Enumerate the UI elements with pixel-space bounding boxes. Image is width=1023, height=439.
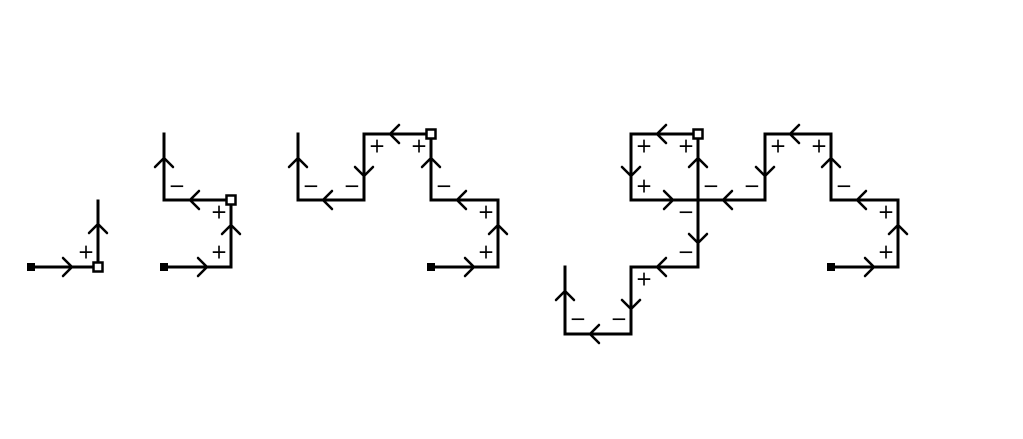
minus-sign: −	[303, 174, 320, 198]
arrow-icon	[353, 165, 375, 178]
arrow-icon	[388, 123, 401, 145]
arrow-icon	[662, 189, 675, 211]
arrow-icon	[863, 256, 876, 278]
minus-sign: −	[436, 174, 453, 198]
minus-sign: −	[611, 307, 628, 331]
arrow-icon	[788, 123, 801, 145]
minus-sign: −	[570, 307, 587, 331]
minus-sign: −	[703, 174, 720, 198]
arrow-icon	[887, 223, 909, 236]
arrow-icon	[687, 156, 709, 169]
plus-sign: +	[636, 134, 653, 158]
arrow-icon	[687, 232, 709, 245]
plus-sign: +	[478, 200, 495, 224]
start-point	[827, 263, 835, 271]
minus-sign: −	[344, 174, 361, 198]
plus-sign: +	[636, 267, 653, 291]
minus-sign: −	[678, 240, 695, 264]
arrow-icon	[487, 223, 509, 236]
arrow-icon	[655, 256, 668, 278]
arrow-icon	[153, 156, 175, 169]
midpoint-square	[92, 261, 104, 273]
minus-sign: −	[744, 174, 761, 198]
arrow-icon	[620, 298, 642, 311]
arrow-icon	[554, 289, 576, 302]
start-point	[427, 263, 435, 271]
plus-sign: +	[211, 240, 228, 264]
arrow-icon	[321, 189, 334, 211]
minus-sign: −	[678, 200, 695, 224]
arrow-icon	[655, 123, 668, 145]
arrow-icon	[61, 256, 74, 278]
plus-sign: +	[478, 240, 495, 264]
plus-sign: +	[78, 240, 95, 264]
arrow-icon	[455, 189, 468, 211]
minus-sign: −	[836, 174, 853, 198]
minus-sign: −	[169, 174, 186, 198]
plus-sign: +	[678, 134, 695, 158]
arrow-icon	[220, 223, 242, 236]
arrow-icon	[196, 256, 209, 278]
plus-sign: +	[878, 200, 895, 224]
plus-sign: +	[811, 134, 828, 158]
midpoint-square	[692, 128, 704, 140]
plus-sign: +	[770, 134, 787, 158]
arrow-icon	[754, 165, 776, 178]
plus-sign: +	[211, 200, 228, 224]
arrow-icon	[87, 222, 109, 235]
midpoint-square	[425, 128, 437, 140]
plus-sign: +	[411, 134, 428, 158]
arrow-icon	[287, 156, 309, 169]
arrow-icon	[820, 156, 842, 169]
arrow-icon	[420, 156, 442, 169]
arrow-icon	[855, 189, 868, 211]
plus-sign: +	[878, 240, 895, 264]
plus-sign: +	[369, 134, 386, 158]
start-point	[27, 263, 35, 271]
arrow-icon	[721, 189, 734, 211]
plus-sign: +	[636, 174, 653, 198]
arrow-icon	[463, 256, 476, 278]
arrow-icon	[188, 189, 201, 211]
arrow-icon	[620, 165, 642, 178]
arrow-icon	[588, 323, 601, 345]
start-point	[160, 263, 168, 271]
midpoint-square	[225, 194, 237, 206]
